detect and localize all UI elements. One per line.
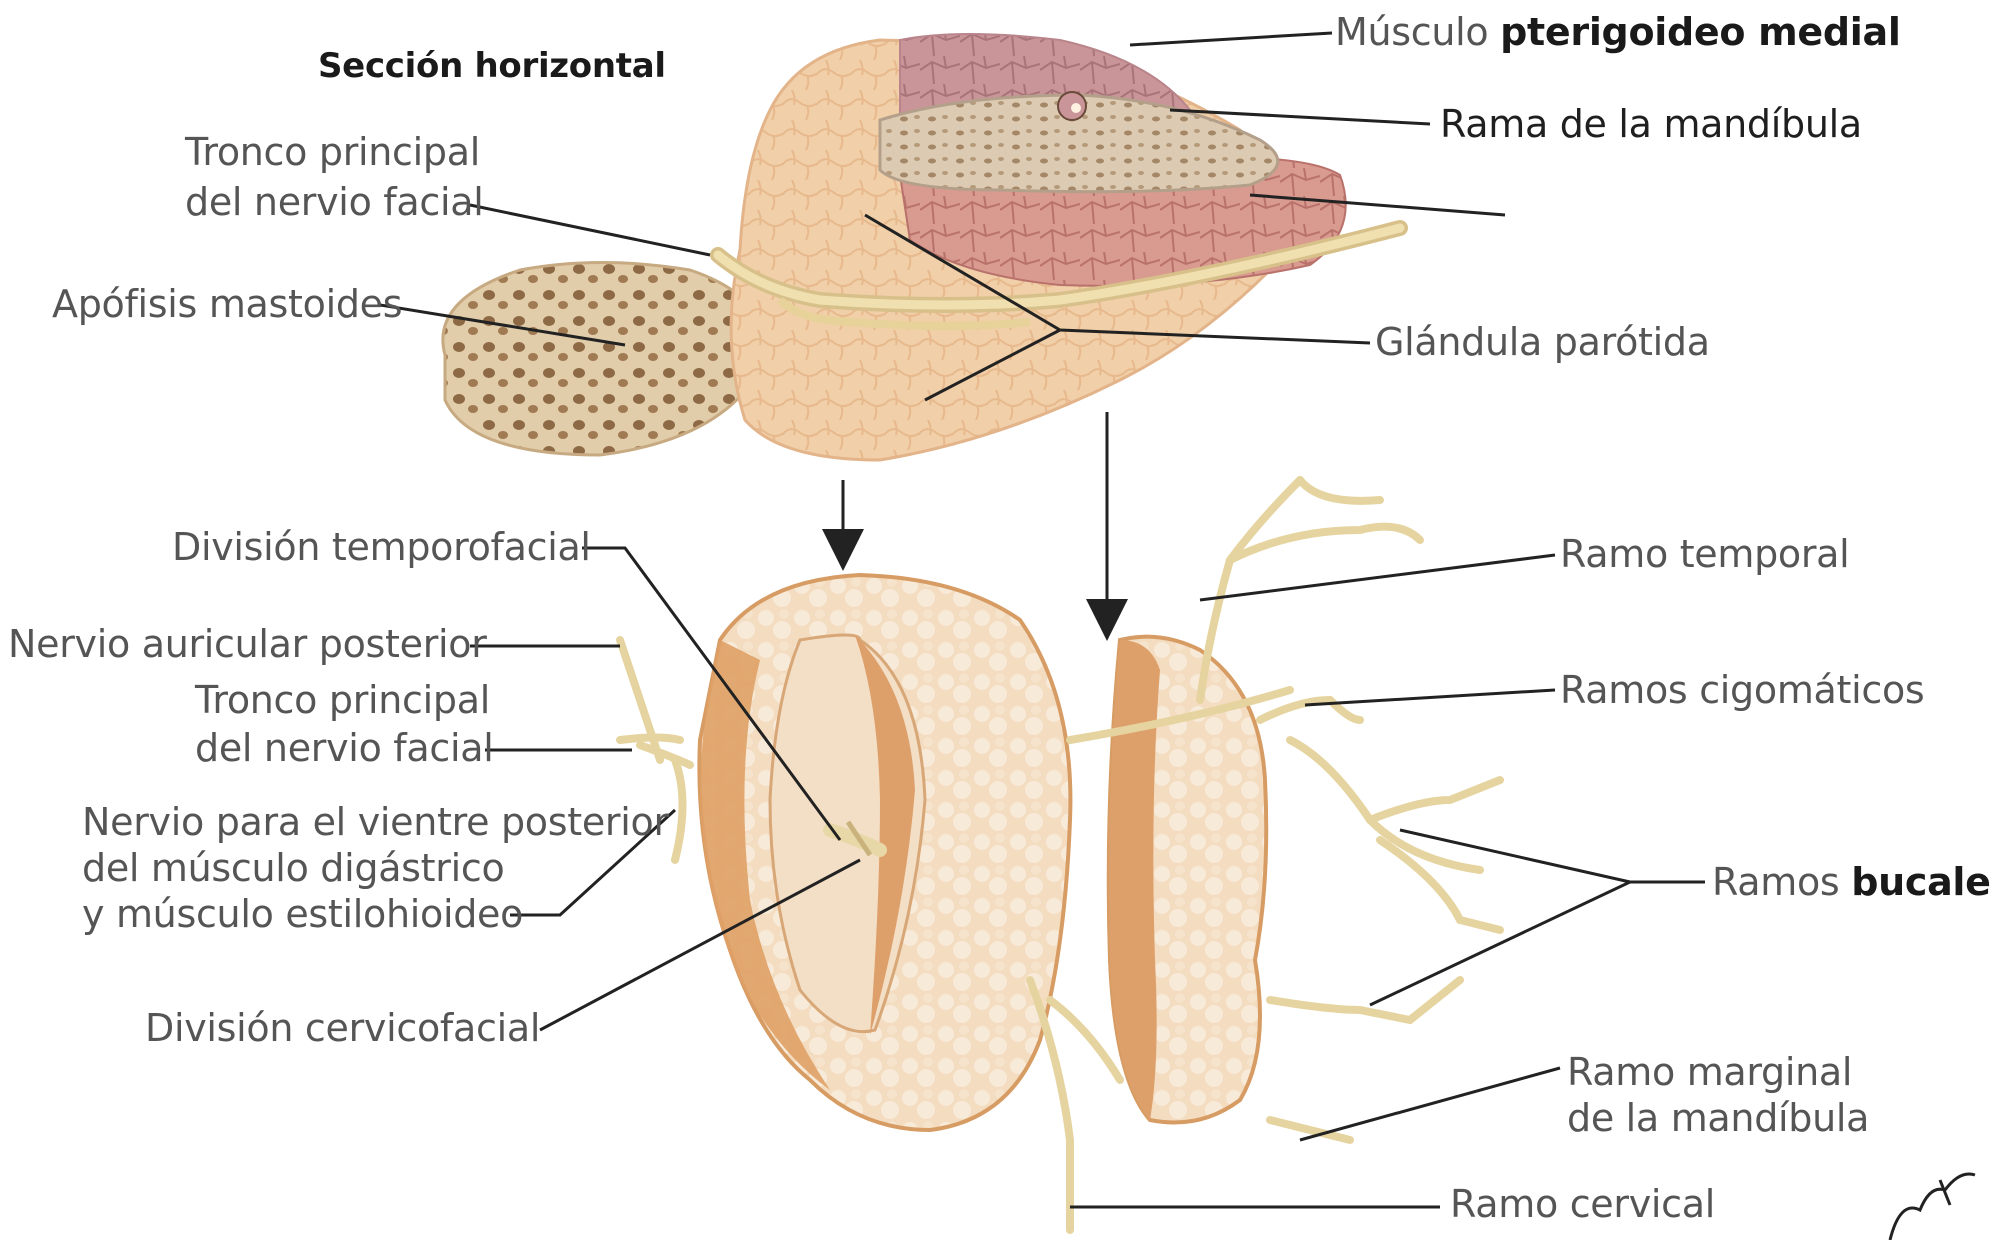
label-buccal-name: bucales: [1851, 860, 1992, 904]
section-title: Sección horizontal: [318, 44, 666, 88]
label-facial-trunk-bottom-2: del nervio facial: [195, 726, 493, 770]
label-facial-trunk-top-2: del nervio facial: [185, 180, 483, 224]
mastoid-process-shape: [443, 263, 764, 456]
label-parotid: Glándula parótida: [1375, 320, 1710, 364]
artist-signature: [1890, 1174, 1975, 1240]
label-facial-trunk-bottom-1: Tronco principal: [195, 678, 490, 722]
label-zygomatic-branches: Ramos cigomáticos: [1560, 668, 1924, 712]
label-buccal-branches: Ramos bucales: [1712, 860, 1992, 904]
label-buccal-prefix: Ramos: [1712, 860, 1839, 904]
label-cervical-branch: Ramo cervical: [1450, 1182, 1715, 1226]
label-cervicofacial: División cervicofacial: [145, 1006, 540, 1050]
label-marginal-2: de la mandíbula: [1567, 1096, 1869, 1140]
label-marginal-1: Ramo marginal: [1567, 1050, 1852, 1094]
label-medial-pterygoid: Músculo pterigoideo medial: [1335, 10, 1901, 54]
label-mandible-ramus: Rama de la mandíbula: [1440, 102, 1862, 146]
parotid-split-view: [620, 480, 1500, 1230]
label-digastric-1: Nervio para el vientre posterior: [82, 800, 669, 844]
label-mastoid: Apófisis mastoides: [52, 282, 402, 326]
label-medial-pterygoid-name: pterigoideo medial: [1500, 10, 1900, 54]
label-temporal-branch: Ramo temporal: [1560, 532, 1849, 576]
label-medial-pterygoid-prefix: Músculo: [1335, 10, 1488, 54]
label-digastric-2: del músculo digástrico: [82, 846, 504, 890]
label-temporofacial: División temporofacial: [172, 525, 591, 569]
label-posterior-auricular: Nervio auricular posterior: [8, 622, 487, 666]
label-digastric-3: y músculo estilohioideo: [82, 892, 523, 936]
label-facial-trunk-top-1: Tronco principal: [185, 130, 480, 174]
